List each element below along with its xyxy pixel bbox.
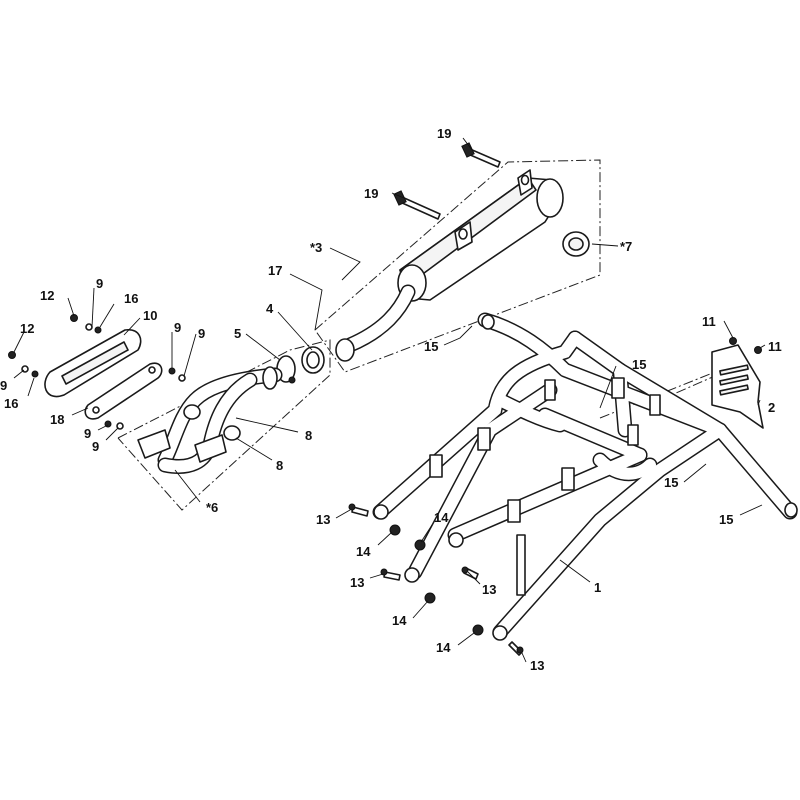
callout-label: 18 (50, 412, 64, 427)
callout-label: 9 (198, 326, 205, 341)
callout-label: 1 (594, 580, 601, 595)
rear-frame (372, 312, 798, 641)
callout-label: 4 (266, 301, 274, 316)
nut-14-b (414, 539, 426, 551)
muffler-inlet-end (335, 338, 355, 362)
callout-label: 13 (316, 512, 330, 527)
bolt-13-d (508, 641, 524, 656)
heat-shield (44, 329, 142, 398)
header-flange-left (137, 429, 171, 459)
callout-label: 8 (305, 428, 312, 443)
callout-label: 14 (392, 613, 407, 628)
mounting-plate (711, 337, 764, 429)
header-collar (262, 366, 278, 390)
header-gaskets (183, 404, 241, 441)
plate-bolt-11-left (729, 337, 737, 345)
screw-12-left (8, 351, 16, 359)
tailpipe-tip-inner (568, 237, 584, 251)
callout-label: 9 (84, 426, 91, 441)
bolt-upper (461, 142, 501, 168)
callout-label: 11 (768, 339, 782, 354)
callout-label: 16 (4, 396, 18, 411)
nut-14-d (472, 624, 484, 636)
callout-label: 15 (424, 339, 438, 354)
washer-16-upper (94, 326, 102, 334)
callout-label: 5 (234, 326, 241, 341)
small-hardware (8, 314, 186, 430)
frame-tube-ends (373, 314, 798, 641)
washer-9-mid-b (178, 374, 186, 382)
frame-tubes-fill (374, 314, 796, 638)
muffler-assembly-boundary (314, 159, 601, 373)
callout-label: *3 (310, 240, 322, 255)
clamp-bolt (288, 376, 296, 384)
header-gasket-lower (223, 425, 241, 441)
callout-label: 13 (482, 582, 496, 597)
callout-label: *6 (206, 500, 218, 515)
bolt-lower (393, 190, 441, 220)
callout-label: 14 (436, 640, 451, 655)
callout-label: 9 (92, 439, 99, 454)
muffler (335, 169, 564, 362)
callout-label: 2 (768, 400, 775, 415)
leader-lines (13, 137, 766, 663)
callout-label: *7 (620, 239, 632, 254)
mount-tab-hole-rear (520, 174, 530, 186)
callout-label: 19 (364, 186, 378, 201)
washer-9-low-b (116, 422, 124, 430)
header-gasket-upper (183, 404, 201, 420)
callout-label: 10 (143, 308, 157, 323)
callout-label: 15 (719, 512, 733, 527)
frame-brackets (429, 377, 661, 596)
callout-label: 14 (356, 544, 371, 559)
callout-label: 9 (174, 320, 181, 335)
heat-shield-slot (61, 341, 129, 385)
bracket-hole-left (92, 406, 100, 414)
nut-14-a (389, 524, 401, 536)
muffler-inlet-pipe-fill (344, 286, 414, 351)
washer-16-left (31, 370, 39, 378)
callout-label: 8 (276, 458, 283, 473)
callout-label: 17 (268, 263, 282, 278)
plate-bolt-11-right (754, 346, 762, 354)
washer-9-mid-a (168, 367, 176, 375)
callout-label: 16 (124, 291, 138, 306)
callout-label: 12 (40, 288, 54, 303)
screw-12-upper (70, 314, 78, 322)
exhaust-header (137, 366, 283, 474)
heat-shield-bracket (84, 362, 163, 420)
tailpipe-tip (562, 231, 590, 257)
mounting-bolts-19 (393, 142, 501, 220)
frame-fasteners (348, 503, 524, 656)
header-flange-right (194, 434, 227, 463)
callout-label: 19 (437, 126, 451, 141)
callout-label: 9 (0, 378, 7, 393)
muffler-end-cap (536, 178, 564, 218)
gasket-ring-inner (306, 351, 320, 369)
callout-label: 9 (96, 276, 103, 291)
callout-label: 15 (664, 475, 678, 490)
nut-14-c (424, 592, 436, 604)
washer-9-upper (85, 323, 93, 331)
callout-labels: 19 19 *3 *7 17 4 5 12 9 16 10 12 9 16 9 … (0, 126, 782, 673)
callout-label: 15 (632, 357, 646, 372)
bolt-13-b (380, 568, 401, 581)
bolt-13-c (461, 566, 479, 580)
callout-label: 13 (530, 658, 544, 673)
callout-label: 14 (434, 510, 449, 525)
bracket-hole-right (148, 366, 156, 374)
callout-label: 13 (350, 575, 364, 590)
callout-label: 11 (702, 314, 716, 329)
exhaust-gasket (301, 346, 325, 374)
callout-label: 12 (20, 321, 34, 336)
bolt-13-a (348, 503, 369, 517)
bracket-plate (84, 362, 163, 420)
mount-tab-hole-front (458, 228, 468, 240)
